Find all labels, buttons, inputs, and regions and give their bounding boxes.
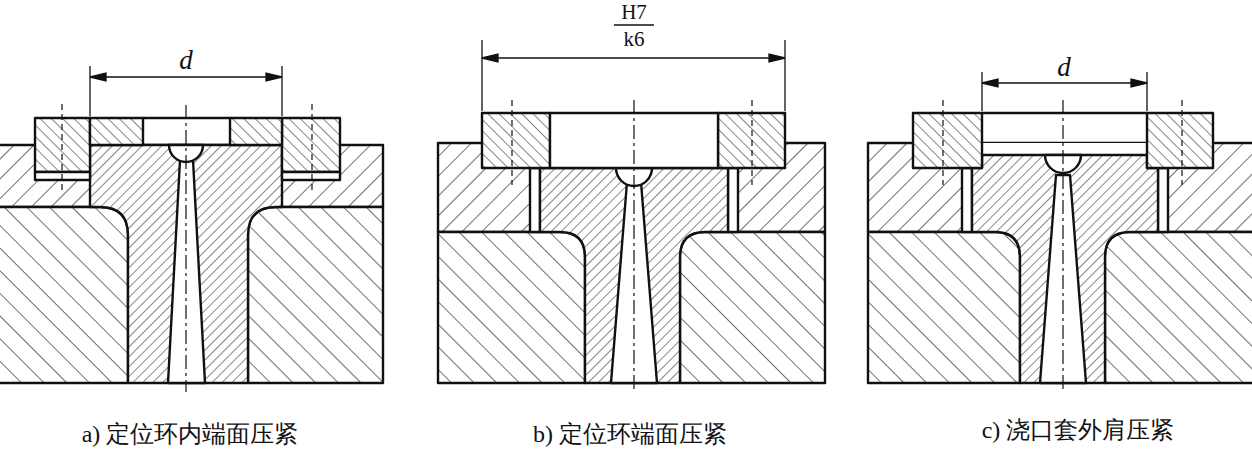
figure-caption: b) 定位环端面压紧	[533, 422, 727, 446]
dimension-label: d	[1057, 54, 1071, 81]
tolerance-label: k6	[624, 29, 645, 50]
figure-caption: c) 浇口套外肩压紧	[982, 418, 1175, 442]
dimension-label: d	[179, 47, 193, 74]
tolerance-label: H7	[621, 2, 647, 23]
figure-caption: a) 定位环内端面压紧	[82, 422, 299, 446]
